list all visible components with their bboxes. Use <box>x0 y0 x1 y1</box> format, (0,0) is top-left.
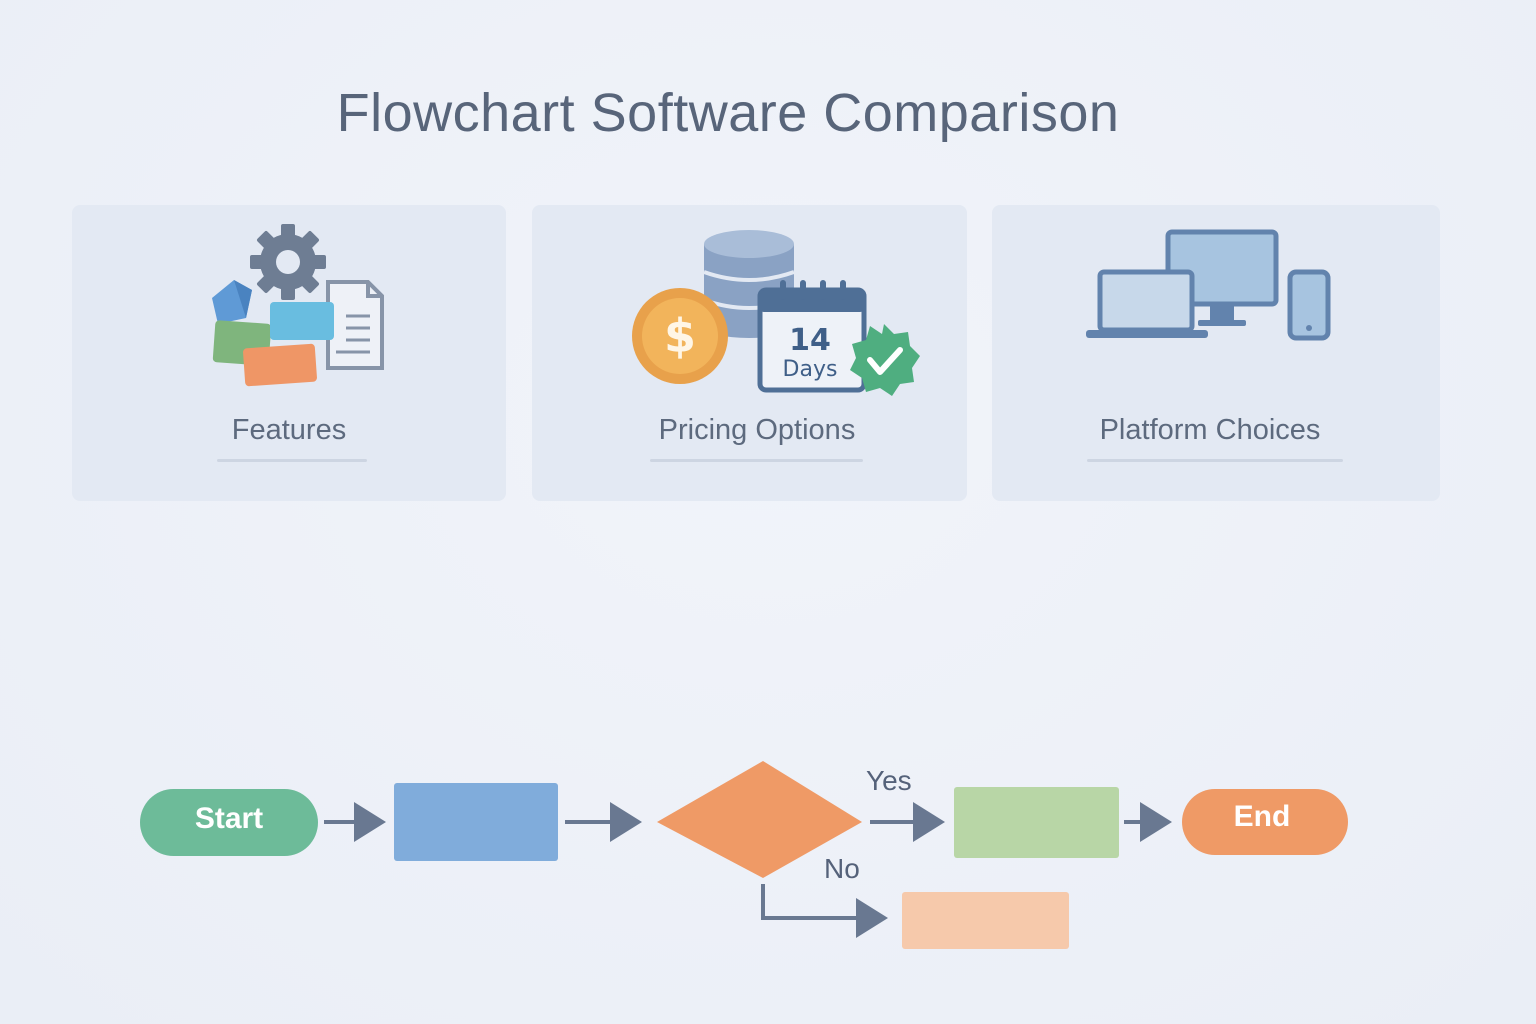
card-label-platforms: Platform Choices <box>1099 414 1321 446</box>
flowchart-diagram <box>140 761 1348 949</box>
laptop-icon <box>1086 269 1208 338</box>
calendar-icon <box>757 280 867 393</box>
end-label: End <box>1233 800 1291 833</box>
no-process-node <box>902 892 1069 949</box>
monitor-icon <box>1165 229 1279 326</box>
coin-icon <box>632 288 728 384</box>
card-label-features: Features <box>231 414 347 446</box>
process-node <box>394 783 558 861</box>
calendar-number: 14 <box>789 323 831 358</box>
page-title: Flowchart Software Comparison <box>336 83 1120 143</box>
check-badge-icon <box>850 324 920 396</box>
no-label: No <box>824 853 860 884</box>
end-node <box>1182 789 1348 855</box>
currency-symbol: $ <box>664 309 696 363</box>
arrow-decision-no <box>761 884 888 938</box>
card-underline-features <box>217 459 367 462</box>
card-underline-platforms <box>1087 459 1343 462</box>
yes-process-node <box>954 787 1119 858</box>
card-underline-pricing <box>650 459 863 462</box>
calendar-unit: Days <box>783 357 838 382</box>
features-icon <box>212 224 384 387</box>
start-node <box>140 789 318 856</box>
decision-node <box>657 761 862 878</box>
card-label-pricing: Pricing Options <box>658 414 856 446</box>
phone-icon <box>1287 269 1331 341</box>
yes-label: Yes <box>866 765 912 796</box>
pricing-icon: $ 14 Days <box>632 230 920 396</box>
start-label: Start <box>194 802 264 835</box>
devices-icon <box>1086 229 1331 341</box>
